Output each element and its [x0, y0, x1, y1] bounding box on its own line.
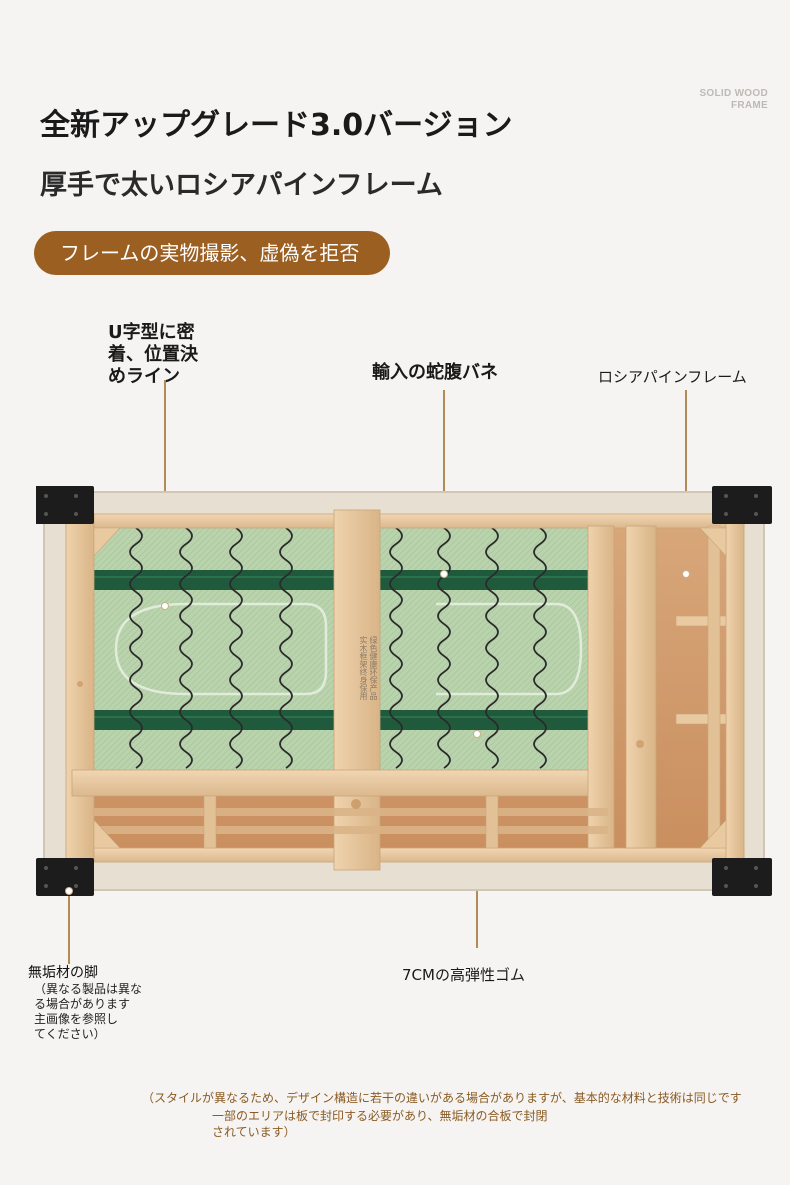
- callout-springs: 輸入の蛇腹バネ: [372, 362, 498, 383]
- board-right: [380, 526, 588, 770]
- leader-dot-legs: [66, 888, 72, 894]
- rail-right: [725, 513, 745, 863]
- right-post: [625, 525, 657, 849]
- brand-logo-text: SOLID WOOD FRAME: [668, 88, 768, 112]
- leader-dot-rubber: [474, 731, 480, 737]
- brand-line-2: FRAME: [730, 100, 768, 111]
- callout-rubber: 7CMの高弾性ゴム: [402, 966, 525, 984]
- footnote-sealing-notice: 一部のエリアは板で封印する必要があり、無垢材の合板で封閉 されています）: [212, 1109, 548, 1139]
- subheadline: 厚手で太いロシアパインフレーム: [40, 170, 443, 201]
- rail-bottom: [65, 847, 745, 863]
- u-shape-line: [114, 602, 328, 696]
- leader-line-springs: [443, 390, 445, 574]
- leader-line-legs: [68, 892, 70, 964]
- headline: 全新アップグレード3.0バージョン: [40, 108, 513, 143]
- callout-u-shape: U字型に密 着、位置決 めライン: [108, 322, 198, 387]
- rail-left: [65, 513, 95, 863]
- legs-note-title: 無垢材の脚: [28, 965, 98, 981]
- webbing-bottom-left: [94, 710, 334, 730]
- cross-beam: [71, 769, 609, 797]
- legs-note-detail: （異なる製品は異な る場合があります 主画像を参照し てください）: [34, 982, 143, 1041]
- footnote-style-notice: （スタイルが異なるため、デザイン構造に若干の違いがある場合がありますが、基本的な…: [142, 1091, 742, 1105]
- frame-illustration: 绿色健康环保产品 实木框架终身保用: [36, 486, 772, 898]
- leader-dot-frame: [683, 571, 689, 577]
- u-shape-line-right: [436, 602, 583, 696]
- leader-line-frame: [685, 390, 687, 573]
- legs-note: 無垢材の脚 （異なる製品は異な る場合があります 主画像を参照し てください）: [28, 962, 178, 1042]
- springs: [129, 527, 547, 769]
- right-divider: [587, 525, 615, 849]
- callout-frame: ロシアパインフレーム: [598, 368, 747, 386]
- highlight-pill: フレームの実物撮影、虚偽を拒否: [34, 231, 390, 275]
- webbing-top-left: [94, 570, 334, 590]
- frame-drawing: [36, 486, 772, 896]
- brand-line-1: SOLID WOOD: [699, 88, 768, 99]
- webbing-bottom-right: [380, 710, 588, 730]
- leader-dot-springs: [441, 571, 447, 577]
- leader-dot-u-shape: [162, 603, 168, 609]
- board-stamp: 绿色健康环保产品 实木框架终身保用: [359, 636, 378, 700]
- webbing-top-right: [380, 570, 588, 590]
